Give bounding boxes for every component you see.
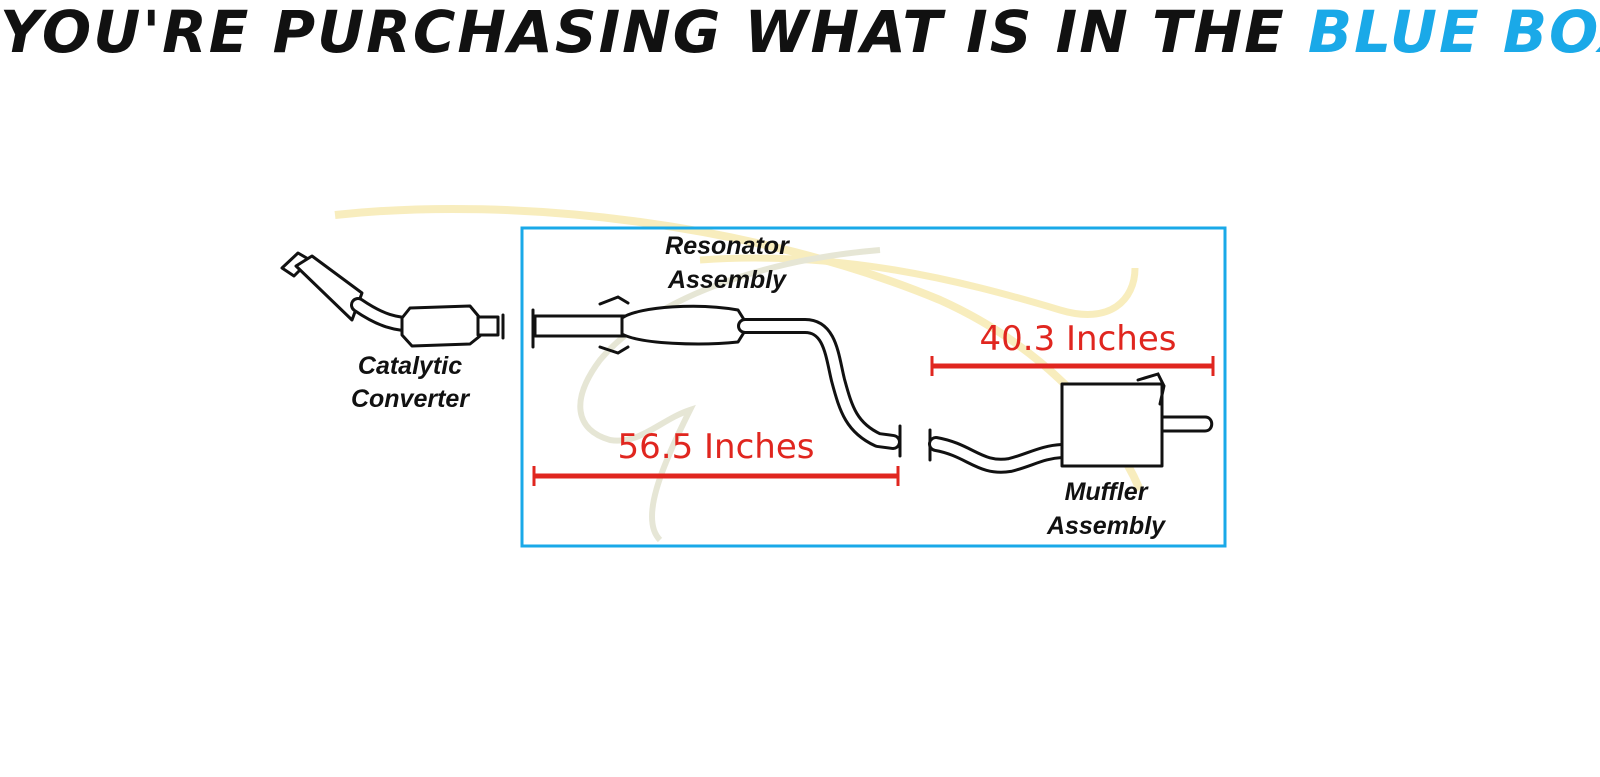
headline-main-text: YOU'RE PURCHASING WHAT IS IN THE [0,0,1286,64]
resonator-assembly-drawing [531,295,902,458]
page-headline: YOU'RE PURCHASING WHAT IS IN THE BLUE BO… [0,0,1600,64]
catalytic-converter-drawing [280,251,505,348]
muffler-hanger [1136,372,1166,406]
muffler-length-label: 40.3 Inches [980,319,1177,359]
muffler-body [1060,382,1164,468]
cat-outlet-pipe [476,315,500,337]
resonator-assembly-label-line1: Resonator [665,232,790,260]
resonator-hanger-top [598,295,630,306]
resonator-hanger-bottom [598,345,630,355]
resonator-length-label: 56.5 Inches [618,427,815,467]
muffler-tailpipe [1160,415,1214,433]
resonator-body [620,304,750,346]
resonator-dimension: 56.5 Inches [532,427,900,486]
headline-highlight-text: BLUE BOX [1307,0,1600,64]
watermark-horse-head [577,247,881,543]
muffler-dimension: 40.3 Inches [930,319,1215,376]
resonator-assembly-label-line2: Assembly [667,266,787,294]
muffler-assembly-label-line2: Assembly [1046,512,1166,540]
blue-purchase-box [520,226,1227,548]
muffler-assembly-label: Muffler Assembly [1046,478,1166,540]
resonator-assembly-label: Resonator Assembly [665,232,790,294]
catalytic-converter-label: Catalytic Converter [351,352,470,413]
cat-converter-body [400,304,482,348]
resonator-rear-pipe-inner [740,321,898,447]
catalytic-converter-label-line2: Converter [351,385,470,413]
muffler-inlet-pipe-inner [931,439,1067,471]
resonator-rear-pipe [737,318,901,450]
resonator-front-pipe [533,314,635,338]
muffler-assembly-drawing [928,372,1214,474]
muffler-assembly-label-line1: Muffler [1065,478,1149,506]
catalytic-converter-label-line1: Catalytic [358,352,462,380]
cat-inlet-cone [294,254,364,322]
